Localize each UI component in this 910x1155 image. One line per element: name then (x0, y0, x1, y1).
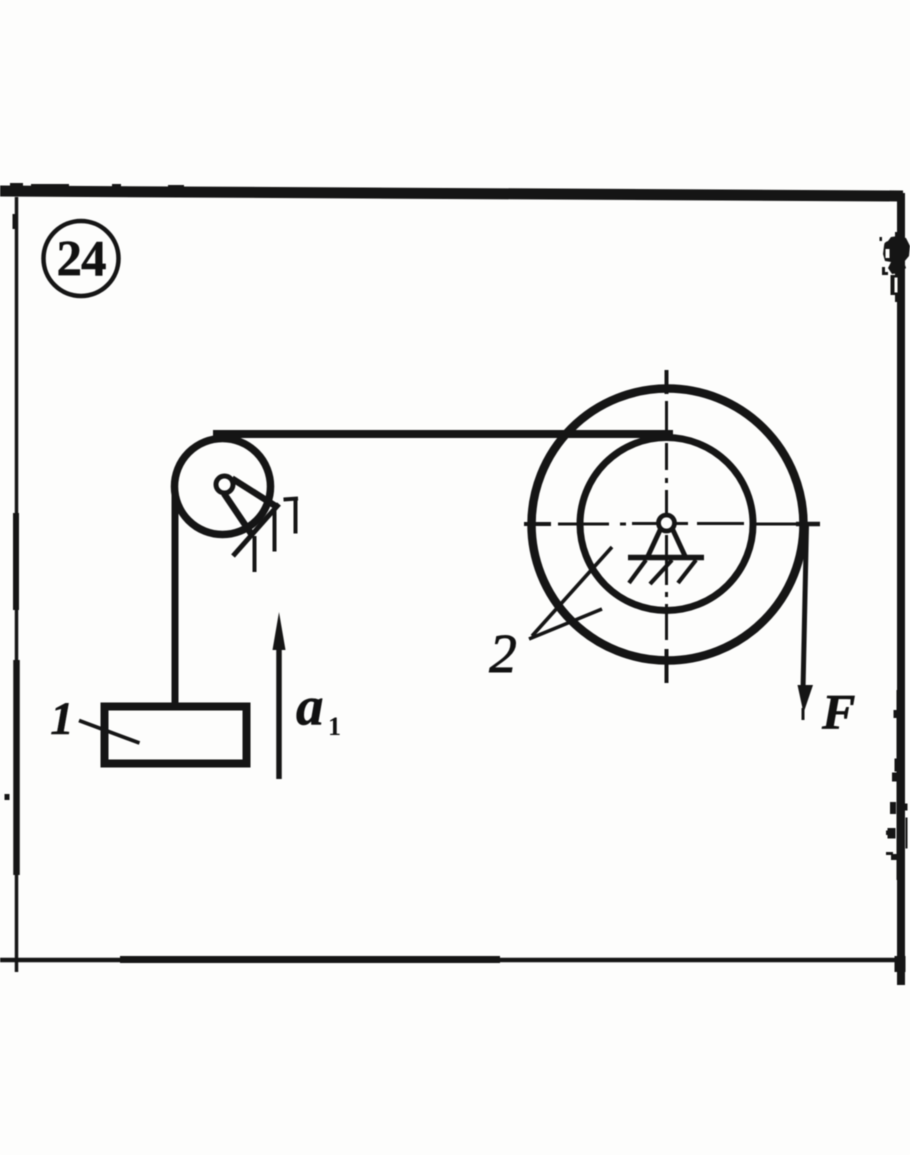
svg-text:24: 24 (57, 232, 107, 288)
svg-text:2: 2 (489, 623, 517, 684)
svg-text:F: F (821, 684, 855, 740)
svg-text:1: 1 (50, 693, 74, 745)
svg-text:1: 1 (328, 712, 341, 741)
svg-text:a: a (296, 676, 324, 737)
